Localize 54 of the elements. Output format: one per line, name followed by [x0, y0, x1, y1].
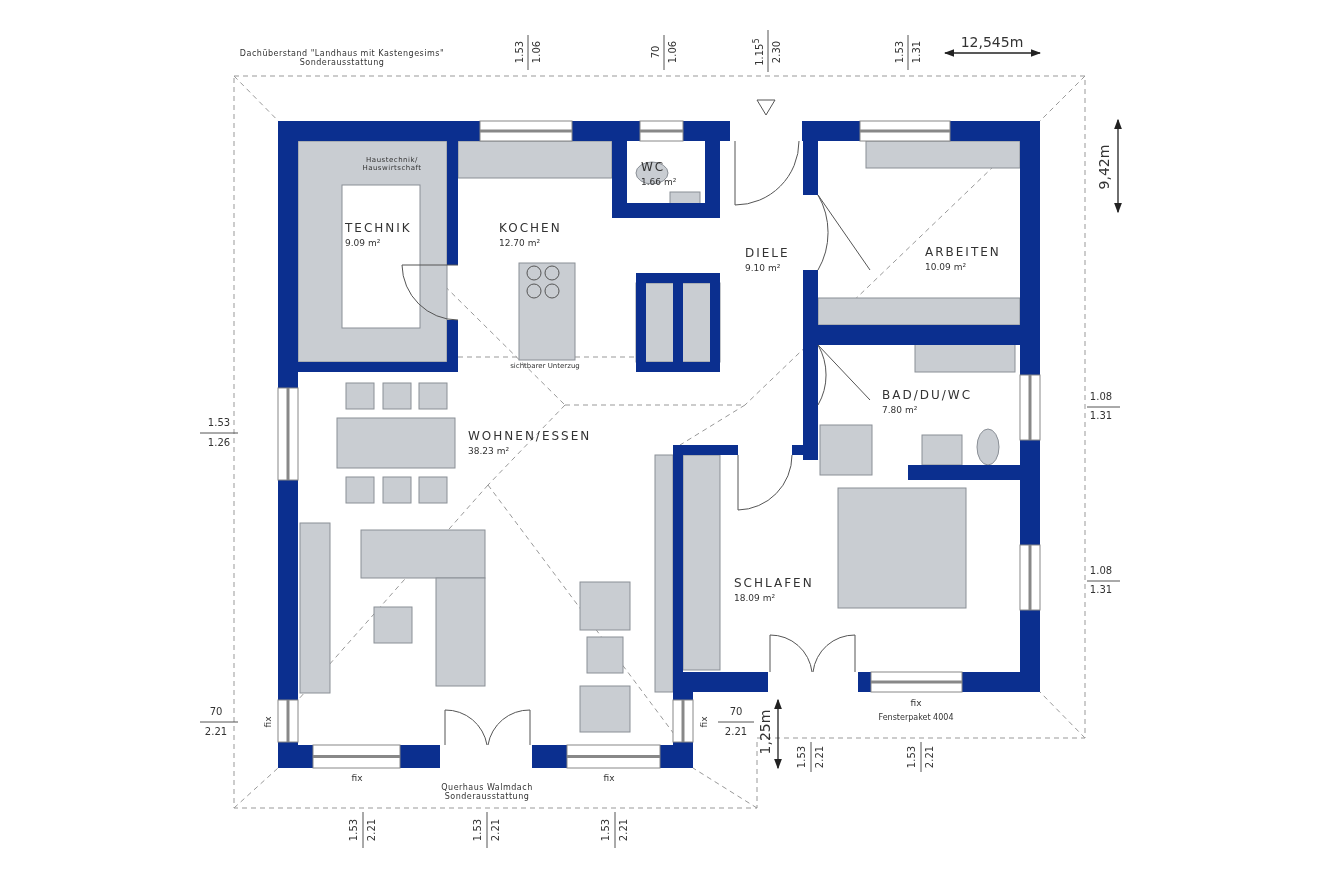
room-area: 12.70 m² — [499, 238, 562, 248]
dimension-value: 1.53 — [472, 818, 484, 842]
dimension-value: 1.26 — [207, 437, 231, 449]
room-name: ARBEITEN — [925, 245, 1001, 259]
room-area: 9.09 m² — [345, 238, 412, 248]
room-name: DIELE — [745, 246, 790, 260]
dimension-value: 1.53 — [906, 745, 918, 769]
window-note: Fensterpaket 4004 — [878, 713, 954, 723]
room-name: KOCHEN — [499, 221, 562, 235]
dimension-value: 70 — [729, 706, 743, 718]
room-area: 38.23 m² — [468, 446, 592, 456]
room-area: 1.66 m² — [641, 177, 677, 187]
dimension-value: 2.21 — [204, 726, 228, 738]
dimension-value: 1.08 — [1089, 565, 1113, 577]
dimension-value: 2.21 — [814, 745, 826, 769]
dimension-value: 1.31 — [1089, 410, 1113, 422]
room-area: 10.09 m² — [925, 262, 1001, 272]
room-name: SCHLAFEN — [734, 576, 814, 590]
dimension-value: 1.53 — [796, 745, 808, 769]
dimension-value: 1.53 — [514, 40, 526, 64]
dimension-value: 1.31 — [911, 40, 923, 64]
dimension-value: 1.53 — [600, 818, 612, 842]
roof-note: Dachüberstand "Landhaus mit Kastengesims" Sonderausstattung — [238, 48, 446, 68]
dimension-value: 1.06 — [667, 40, 679, 64]
dimension-value: 2.21 — [490, 818, 502, 842]
dimension-value: 70 — [650, 45, 662, 59]
window-note: fix — [262, 716, 274, 728]
dimension-value: 1.53 — [207, 417, 231, 429]
dimension-value: 1.53 — [348, 818, 360, 842]
roof-note: Querhaus Walmdach Sonderausstattung — [440, 782, 534, 802]
room-name: WC — [641, 160, 667, 174]
room-area: 9.10 m² — [745, 263, 790, 273]
room-name: WOHNEN/ESSEN — [468, 429, 592, 443]
window-note: fix — [698, 716, 710, 728]
dimension-value: 2.21 — [924, 745, 936, 769]
dimension-value: 9,42m — [1095, 144, 1113, 190]
dimension-value: 1.31 — [1089, 584, 1113, 596]
dimension-value: 2.21 — [618, 818, 630, 842]
dimension-value: 2.30 — [771, 40, 783, 64]
dimension-value: 12,545m — [960, 33, 1024, 51]
room-name: BAD/DU/WC — [882, 388, 973, 402]
dimension-value: 2.21 — [366, 818, 378, 842]
dimension-value: 2.21 — [724, 726, 748, 738]
window-note: fix — [603, 772, 615, 784]
dimension-value: 1.08 — [1089, 391, 1113, 403]
dimension-value: 1.06 — [531, 40, 543, 64]
room-area: 18.09 m² — [734, 593, 814, 603]
room-name: TECHNIK — [345, 221, 412, 235]
window-note: fix — [351, 772, 363, 784]
dimension-value: 1.53 — [894, 40, 906, 64]
dimension-value: 70 — [209, 706, 223, 718]
room-area: 7.80 m² — [882, 405, 973, 415]
window-note: fix — [910, 697, 922, 709]
dimension-value: 1,25m — [756, 709, 774, 755]
